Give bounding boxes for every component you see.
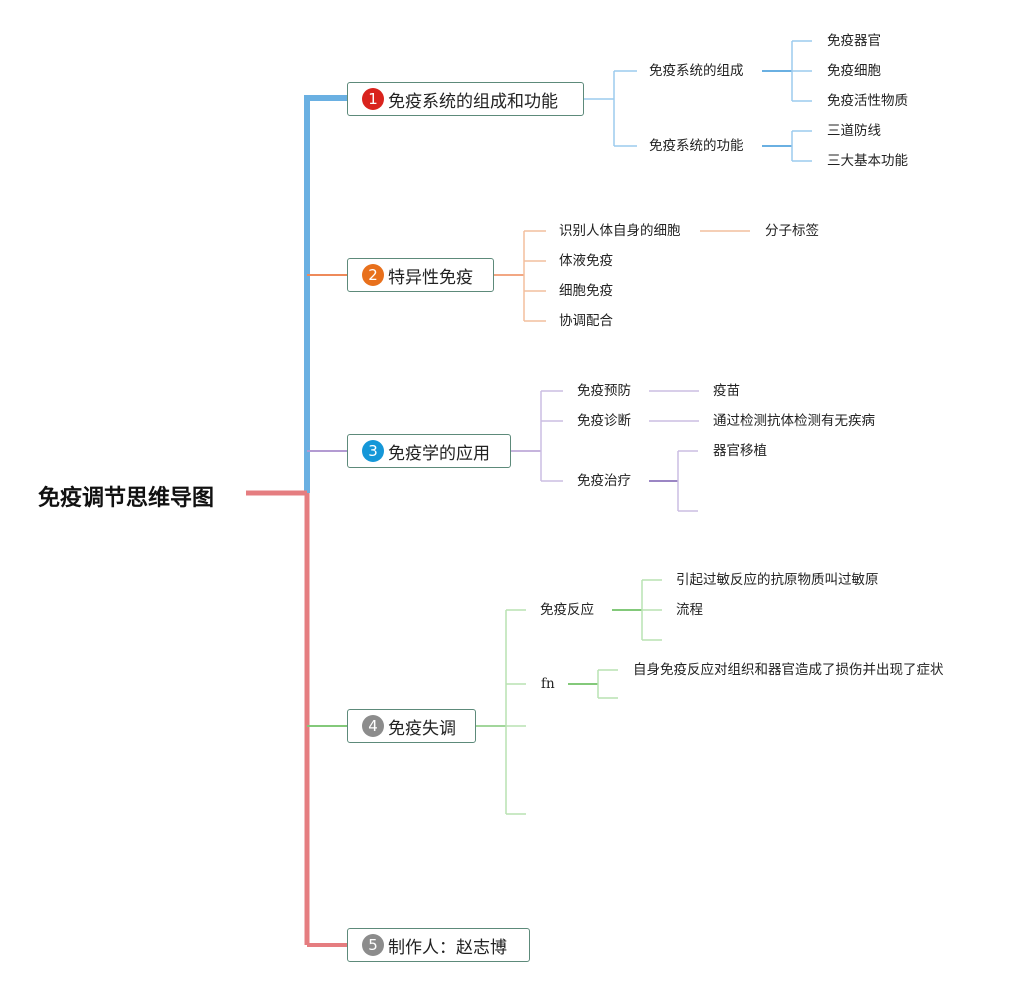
branch-5-topic[interactable]: 5 制作人：赵志博	[347, 928, 530, 962]
branch-1-label: 免疫系统的组成和功能	[388, 91, 558, 112]
branch-1-connectors	[584, 40, 812, 162]
branch-4-topic[interactable]: 4 免疫失调	[347, 709, 476, 743]
number-5-icon: 5	[362, 934, 384, 956]
branch-2-topic[interactable]: 2 特异性免疫	[347, 258, 494, 292]
subtopic-immune-composition[interactable]: 免疫系统的组成	[649, 63, 744, 79]
leaf-allergen-definition[interactable]: 引起过敏反应的抗原物质叫过敏原	[676, 572, 879, 588]
leaf-immune-cells[interactable]: 免疫细胞	[827, 63, 881, 79]
leaf-immune-active-substances[interactable]: 免疫活性物质	[827, 93, 908, 109]
branch-5-label: 制作人：赵志博	[388, 937, 507, 958]
branch-4-label: 免疫失调	[388, 718, 456, 739]
leaf-three-defense-lines[interactable]: 三道防线	[827, 123, 881, 139]
branch-2-label: 特异性免疫	[388, 267, 473, 288]
leaf-vaccine[interactable]: 疫苗	[713, 383, 740, 399]
root-topic[interactable]: 免疫调节思维导图	[38, 486, 215, 511]
subtopic-fn[interactable]: fn	[541, 676, 555, 692]
subtopic-recognize-self-cells[interactable]: 识别人体自身的细胞	[559, 223, 681, 239]
leaf-immune-organs[interactable]: 免疫器官	[827, 33, 881, 49]
subtopic-immune-function[interactable]: 免疫系统的功能	[649, 138, 744, 154]
subtopic-immune-diagnosis[interactable]: 免疫诊断	[577, 413, 631, 429]
subtopic-immune-therapy[interactable]: 免疫治疗	[577, 473, 631, 489]
number-3-icon: 3	[362, 440, 384, 462]
number-1-icon: 1	[362, 88, 384, 110]
branch-2-connectors	[494, 230, 750, 322]
number-2-icon: 2	[362, 264, 384, 286]
leaf-organ-transplant[interactable]: 器官移植	[713, 443, 767, 459]
subtopic-coordination[interactable]: 协调配合	[559, 313, 613, 329]
branch-3-label: 免疫学的应用	[388, 443, 490, 464]
leaf-process[interactable]: 流程	[676, 602, 703, 618]
leaf-three-basic-functions[interactable]: 三大基本功能	[827, 153, 908, 169]
leaf-molecular-tag[interactable]: 分子标签	[765, 223, 819, 239]
branch-4-connectors	[476, 579, 662, 815]
subtopic-immune-prevention[interactable]: 免疫预防	[577, 383, 631, 399]
branch-3-connectors	[511, 390, 699, 512]
subtopic-immune-reaction[interactable]: 免疫反应	[540, 602, 594, 618]
leaf-autoimmune-reaction[interactable]: 自身免疫反应对组织和器官造成了损伤并出现了症状	[633, 662, 944, 678]
leaf-antibody-detection[interactable]: 通过检测抗体检测有无疾病	[713, 413, 875, 429]
subtopic-humoral-immunity[interactable]: 体液免疫	[559, 253, 613, 269]
branch-3-topic[interactable]: 3 免疫学的应用	[347, 434, 511, 468]
number-4-icon: 4	[362, 715, 384, 737]
subtopic-cellular-immunity[interactable]: 细胞免疫	[559, 283, 613, 299]
branch-1-topic[interactable]: 1 免疫系统的组成和功能	[347, 82, 584, 116]
